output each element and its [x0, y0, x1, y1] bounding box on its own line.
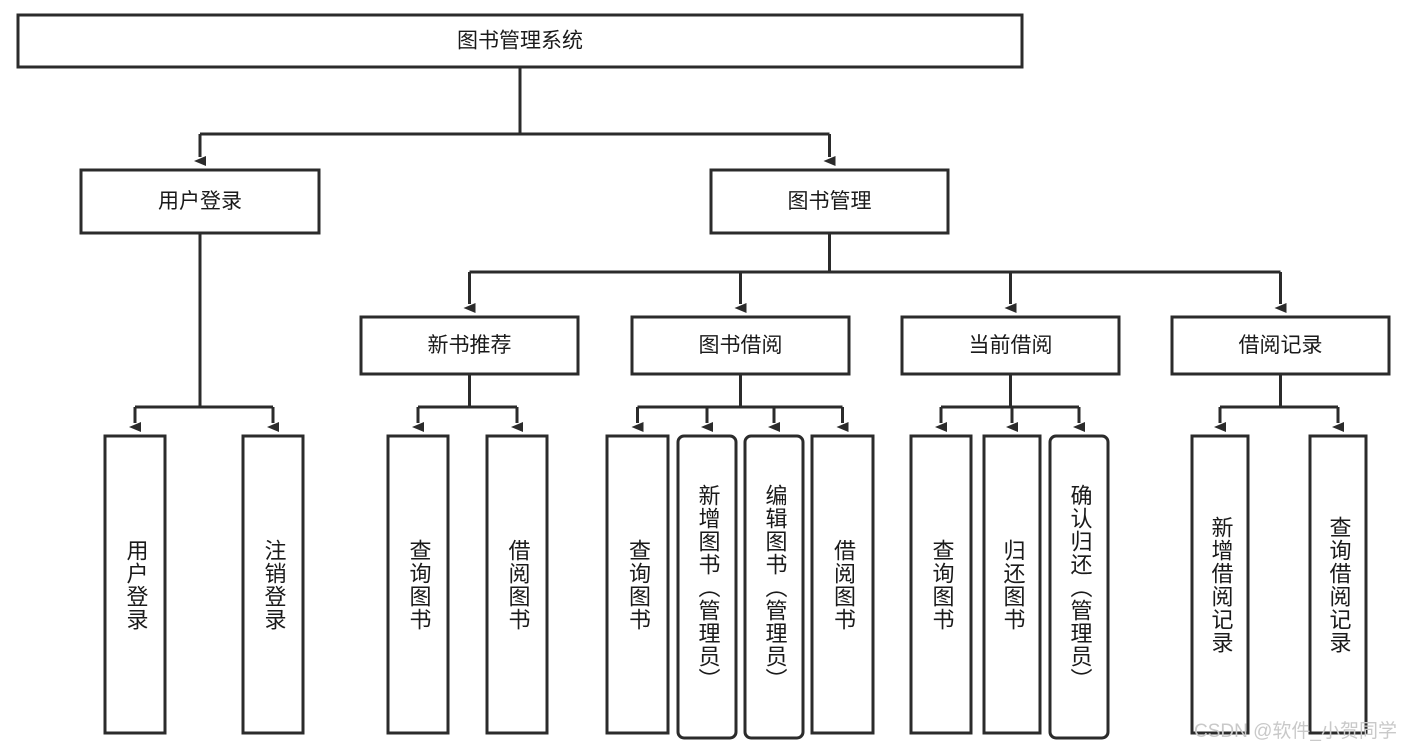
node-box-leaf-cur-return[interactable]	[982, 434, 1042, 735]
node-box-book-borrow[interactable]	[630, 315, 851, 376]
node-box-leaf-borrow-edit[interactable]	[743, 434, 805, 740]
node-box-leaf-user-login[interactable]	[103, 434, 167, 735]
node-box-leaf-rec-query[interactable]	[386, 434, 450, 735]
node-box-root[interactable]	[16, 13, 1024, 69]
node-box-leaf-cur-confirm[interactable]	[1048, 434, 1110, 740]
node-box-leaf-rec-add[interactable]	[1190, 434, 1250, 735]
node-boxes	[16, 13, 1391, 740]
node-label-root: 图书管理系统	[457, 30, 583, 53]
node-box-borrow-record[interactable]	[1170, 315, 1391, 376]
node-box-leaf-rec-query2[interactable]	[1308, 434, 1368, 735]
node-box-leaf-borrow-add[interactable]	[676, 434, 738, 740]
node-label-user-login: 用户登录	[158, 190, 242, 213]
node-label-current-borrow: 当前借阅	[969, 334, 1053, 357]
node-label-new-book-rec: 新书推荐	[428, 334, 512, 357]
connector-lines	[129, 67, 1344, 432]
node-box-leaf-borrow-lend[interactable]	[810, 434, 875, 735]
node-box-leaf-user-logout[interactable]	[241, 434, 305, 735]
node-label-borrow-record: 借阅记录	[1239, 334, 1323, 357]
node-box-current-borrow[interactable]	[900, 315, 1121, 376]
node-box-leaf-borrow-query[interactable]	[605, 434, 670, 735]
watermark-text: CSDN @软件_小贺同学	[1194, 721, 1397, 742]
node-box-user-login[interactable]	[79, 168, 321, 235]
node-box-leaf-rec-borrow[interactable]	[485, 434, 549, 735]
node-label-book-manage: 图书管理	[788, 190, 872, 213]
node-label-book-borrow: 图书借阅	[699, 334, 783, 357]
node-box-new-book-rec[interactable]	[359, 315, 580, 376]
node-box-leaf-cur-query[interactable]	[909, 434, 973, 735]
node-box-book-manage[interactable]	[709, 168, 950, 235]
